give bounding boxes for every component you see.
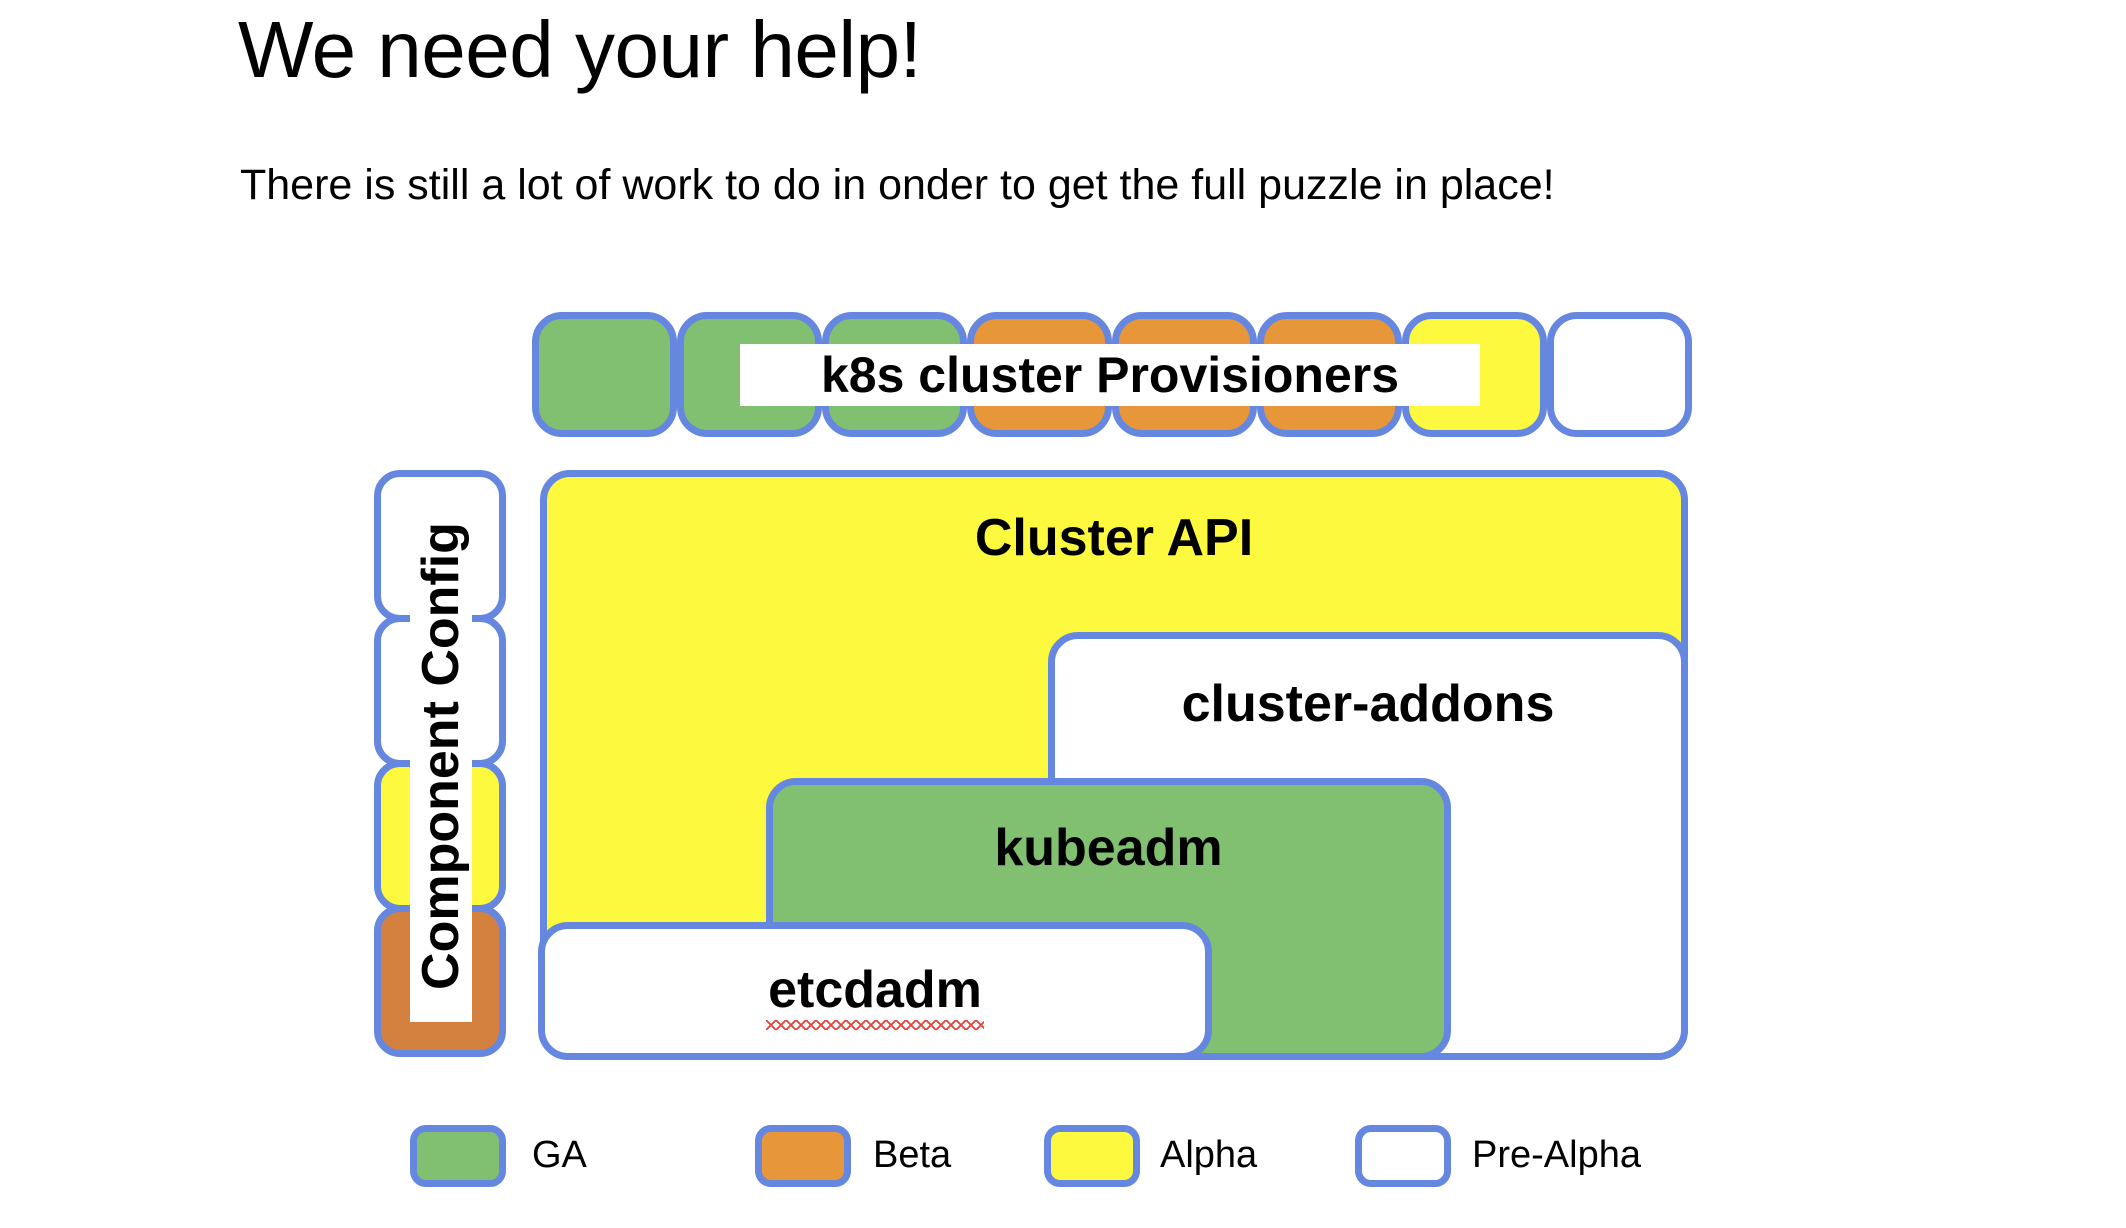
- provisioner-box-1[interactable]: [532, 312, 677, 437]
- legend-swatch-alpha: [1044, 1125, 1140, 1187]
- provisioner-row-label: k8s cluster Provisioners: [740, 344, 1480, 406]
- page-title: We need your help!: [238, 5, 922, 94]
- component-config-label: Component Config: [412, 522, 470, 990]
- legend-label-alpha: Alpha: [1160, 1134, 1258, 1176]
- etcdadm-label: etcdadm: [768, 961, 982, 1019]
- legend-swatch-beta: [755, 1125, 851, 1187]
- kubeadm-label: kubeadm: [994, 819, 1223, 877]
- legend-label-beta: Beta: [873, 1134, 952, 1176]
- legend-label-ga: GA: [532, 1134, 587, 1176]
- etcdadm-box[interactable]: [538, 922, 1212, 1060]
- spellcheck-underline-icon: [766, 1020, 984, 1030]
- cluster-addons-label: cluster-addons: [1181, 675, 1555, 733]
- cluster-api-label: Cluster API: [974, 509, 1254, 567]
- legend-label-pre-alpha: Pre-Alpha: [1472, 1134, 1641, 1176]
- page-subtitle: There is still a lot of work to do in on…: [240, 161, 1555, 209]
- provisioner-box-8[interactable]: [1547, 312, 1692, 437]
- component-config-label-band: Component Config: [410, 490, 472, 1022]
- legend-swatch-ga: [410, 1125, 506, 1187]
- legend-swatch-pre-alpha: [1355, 1125, 1451, 1187]
